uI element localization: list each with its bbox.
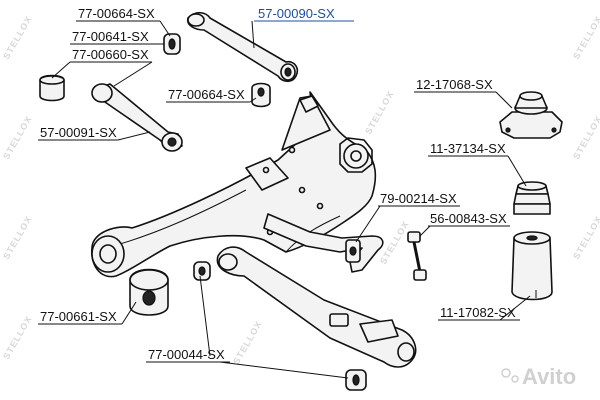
lower-control-arm bbox=[216, 246, 417, 368]
label-77-00044-sx: 77-00044-SX bbox=[146, 347, 230, 363]
label-79-00214-sx: 79-00214-SX bbox=[378, 191, 460, 207]
bushing-left bbox=[39, 74, 65, 102]
label-77-00661-sx: 77-00661-SX bbox=[38, 309, 122, 325]
label-57-00091-sx: 57-00091-SX bbox=[38, 125, 118, 141]
label-11-37134-sx: 11-37134-SX bbox=[428, 141, 508, 157]
avito-text: Avito bbox=[522, 364, 576, 389]
strut-mount bbox=[499, 91, 563, 139]
bushing-bottom bbox=[345, 369, 367, 391]
bushing-mid bbox=[251, 82, 271, 108]
part-number-label: 77-00641-SX bbox=[72, 29, 149, 44]
part-number-label: 12-17068-SX bbox=[416, 77, 493, 92]
watermark-right: STELLOX STELLOX STELLOX bbox=[571, 14, 600, 261]
upper-control-arm bbox=[186, 11, 299, 83]
part-number-label: 77-00661-SX bbox=[40, 309, 117, 324]
bump-stop bbox=[513, 181, 551, 215]
label-56-00843-sx: 56-00843-SX bbox=[428, 211, 510, 227]
label-77-00664-sx-mid: 77-00664-SX bbox=[166, 87, 250, 103]
bushing-top bbox=[163, 33, 181, 55]
part-number-label: 77-00664-SX bbox=[168, 87, 245, 102]
label-57-00090-sx: 57-00090-SX bbox=[254, 6, 354, 22]
watermark-left: STELLOX STELLOX STELLOX STELLOX bbox=[1, 14, 34, 361]
lateral-link bbox=[91, 83, 183, 152]
watermark-text: STELLOX bbox=[571, 114, 600, 161]
watermark-text: STELLOX bbox=[1, 114, 34, 161]
dust-boot bbox=[511, 231, 553, 301]
part-number-label: 57-00091-SX bbox=[40, 125, 117, 140]
label-77-00660-sx: 77-00660-SX bbox=[70, 47, 152, 63]
watermark-text: STELLOX bbox=[1, 314, 34, 361]
watermark-text: STELLOX bbox=[363, 89, 396, 136]
part-number-label-highlighted: 57-00090-SX bbox=[258, 6, 335, 21]
watermark-text: STELLOX bbox=[1, 14, 34, 61]
label-12-17068-sx: 12-17068-SX bbox=[414, 77, 496, 93]
leader-lines bbox=[51, 20, 531, 379]
part-number-label: 79-00214-SX bbox=[380, 191, 457, 206]
part-number-label: 77-00664-SX bbox=[78, 6, 155, 21]
avito-watermark: Avito bbox=[501, 364, 576, 389]
watermark-text: STELLOX bbox=[571, 14, 600, 61]
stabilizer-bar bbox=[263, 213, 384, 273]
bushing-large bbox=[129, 268, 169, 316]
part-number-label: 77-00660-SX bbox=[72, 47, 149, 62]
part-number-label: 77-00044-SX bbox=[148, 347, 225, 362]
label-77-00664-sx-top: 77-00664-SX bbox=[76, 6, 160, 22]
watermark-text: STELLOX bbox=[1, 214, 34, 261]
stabilizer-link bbox=[407, 231, 427, 281]
bushing-small-a bbox=[193, 261, 211, 281]
part-number-label: 11-17082-SX bbox=[440, 305, 516, 320]
label-77-00641-sx: 77-00641-SX bbox=[70, 29, 152, 45]
part-number-label: 56-00843-SX bbox=[430, 211, 507, 226]
part-number-label: 11-37134-SX bbox=[430, 141, 506, 156]
watermark-text: STELLOX bbox=[231, 319, 264, 366]
label-11-17082-sx: 11-17082-SX bbox=[438, 305, 520, 321]
watermark-text: STELLOX bbox=[571, 214, 600, 261]
